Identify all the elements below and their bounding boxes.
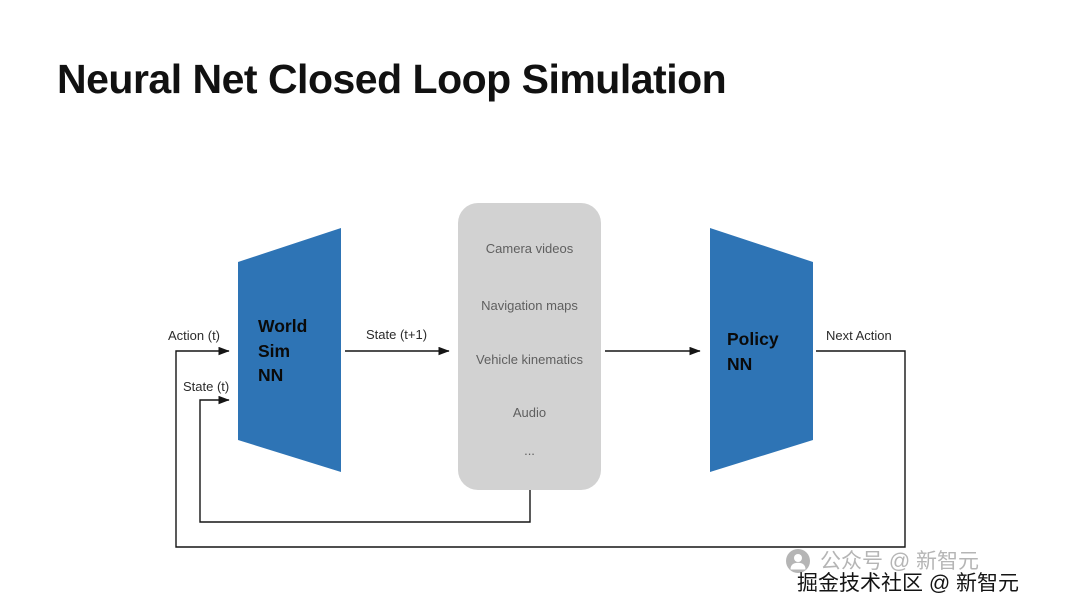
state-t1-label: State (t+1) xyxy=(366,327,428,342)
modality-item-ellipsis: ... xyxy=(524,443,535,458)
policy-label-line: Policy xyxy=(727,329,779,349)
policy-label-line: NN xyxy=(727,353,753,374)
modalities-box xyxy=(458,203,601,490)
next-action-feedback-loop xyxy=(175,346,906,548)
slide-title: Neural Net Closed Loop Simulation xyxy=(57,56,727,102)
world-sim-label-line: NN xyxy=(258,365,284,385)
watermark-gray: 公众号 @ 新智元 xyxy=(820,550,979,573)
policy-trapezoid xyxy=(710,228,813,472)
state-t-label: State (t) xyxy=(183,379,230,394)
state-feedback-loop xyxy=(199,395,531,523)
action-t-label: Action (t) xyxy=(168,328,221,343)
watermark-black: 掘金技术社区 @ 新智元 xyxy=(797,572,1019,595)
modality-item-navigation: Navigation maps xyxy=(481,298,578,313)
policy-label: Policy NN xyxy=(727,327,779,376)
modality-item-camera: Camera videos xyxy=(485,241,574,256)
modality-item-kinematics: Vehicle kinematics xyxy=(476,352,583,367)
world-sim-label-line: World xyxy=(258,316,308,336)
world-sim-label-line: Sim xyxy=(258,340,291,361)
wechat-icon xyxy=(786,549,810,573)
next-action-label: Next Action xyxy=(826,328,892,343)
world-sim-label: World Sim NN xyxy=(258,314,307,388)
modality-item-audio: Audio xyxy=(512,405,547,420)
world-sim-trapezoid xyxy=(238,228,341,472)
